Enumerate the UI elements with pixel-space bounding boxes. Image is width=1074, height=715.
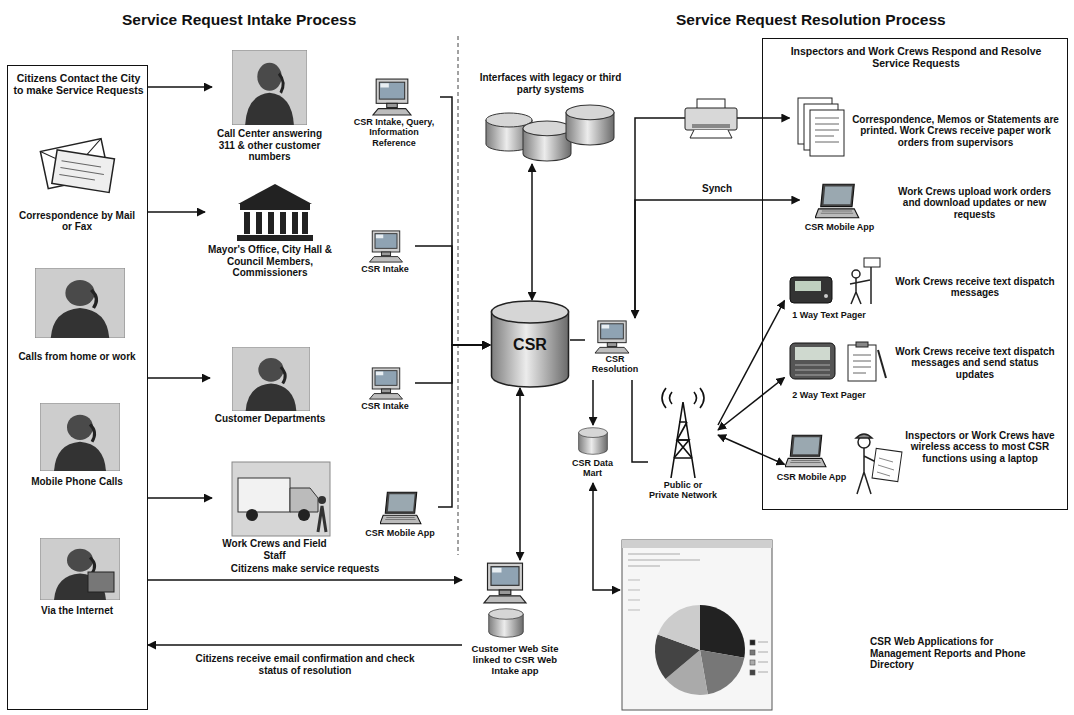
node-text: 2 Way Text Pager [782, 390, 877, 400]
icon-node: CSR Data Mart [565, 425, 620, 483]
connector [148, 377, 210, 379]
connector [635, 118, 790, 318]
icon-node: Call Center answering 311 & other custom… [212, 48, 327, 173]
connector [635, 200, 800, 318]
node-text: CSR [490, 336, 570, 354]
node-text: Citizens Contact the City to make Servic… [12, 72, 145, 96]
node-text: CSR Mobile App [777, 472, 847, 482]
node-text: Via the Internet [15, 605, 140, 617]
node-text: Inspectors and Work Crews Respond and Re… [781, 45, 1051, 69]
node-text: Interfaces with legacy or third party sy… [478, 72, 623, 95]
section-heading: Service Request Intake Process [122, 11, 356, 29]
node-text: Customer Web Site linked to CSR Web Inta… [462, 644, 568, 677]
connector [148, 211, 205, 213]
connector [570, 339, 585, 341]
icon-node: CSR Intake, Query, Information Reference [348, 75, 440, 160]
icon-node: Customer Departments [210, 345, 330, 440]
node-text: Public or Private Network [648, 480, 718, 501]
icon-node: CSR Intake [355, 228, 415, 280]
icon-node: Public or Private Network [648, 395, 718, 513]
icon-node: CSR Mobile AppInspectors or Work Crews h… [785, 428, 1060, 502]
connector [438, 345, 490, 507]
icon-node: Via the Internet [15, 535, 140, 635]
node-text: Correspondence by Mail or Fax [15, 210, 140, 233]
node-text: Call Center answering 311 & other custom… [212, 128, 327, 163]
connector [148, 497, 212, 499]
node-text: CSR Mobile App [362, 528, 438, 538]
node-text: CSR Intake [355, 264, 415, 274]
connector [718, 301, 785, 426]
node-text: Work Crews upload work orders and downlo… [890, 186, 1060, 221]
connector [440, 97, 490, 345]
connector [148, 579, 462, 581]
node-text: CSR Mobile App [800, 222, 880, 232]
icon-node: CSR Mobile App Work Crews upload work ord… [800, 180, 1062, 248]
icon-node: CSR Resolution [585, 318, 645, 380]
icon-node: Customer Web Site linked to CSR Web Inta… [462, 560, 568, 705]
node-text: CSR Intake, Query, Information Reference [348, 117, 440, 148]
connector [415, 246, 490, 345]
database-cylinder: CSR [490, 300, 570, 388]
edge-label: Citizens receive email confirmation and … [187, 653, 423, 676]
connector [632, 380, 648, 462]
icon-node: CSR Mobile App [362, 488, 438, 552]
node-text: Inspectors or Work Crews have wireless a… [903, 430, 1058, 465]
icon-node: Calls from home or work [15, 265, 140, 375]
connector [148, 86, 212, 88]
node-text: Correspondence, Memos or Statements are … [852, 114, 1060, 149]
icon-node: 1 Way Text Pager Work Crews receive text … [785, 270, 1060, 332]
connector [519, 388, 521, 560]
connector [148, 644, 462, 646]
node-text: 1 Way Text Pager [782, 310, 877, 320]
connector [593, 483, 620, 590]
icon-node: 2 Way Text Pager Work Crews receive text … [785, 340, 1060, 416]
node-text: Work Crews and Field Staff [212, 538, 337, 561]
icon-node: Mobile Phone Calls [15, 400, 140, 500]
icon-node: Correspondence by Mail or Fax [15, 130, 140, 240]
icon-node: Correspondence, Memos or Statements are … [790, 92, 1062, 172]
group-box: Citizens Contact the City to make Servic… [7, 65, 148, 710]
group-box: Inspectors and Work Crews Respond and Re… [762, 38, 1068, 510]
node-text: Mayor's Office, City Hall & Council Memb… [205, 244, 335, 279]
section-heading: Service Request Resolution Process [676, 11, 946, 29]
node-text: Calls from home or work [15, 351, 140, 363]
node-text: CSR Data Mart [565, 458, 620, 479]
connector [718, 435, 785, 465]
icon-node: Interfaces with legacy or third party sy… [478, 72, 623, 164]
connector [531, 164, 533, 300]
connector [718, 378, 785, 431]
icon-node: Mayor's Office, City Hall & Council Memb… [205, 180, 335, 305]
node-text: Work Crews receive text dispatch message… [893, 346, 1058, 381]
node-text: Customer Departments [210, 413, 330, 425]
node-text: CSR Web Applications for Management Repo… [870, 636, 1055, 671]
edge-label: Citizens make service requests [228, 563, 382, 575]
icon-node: CSR Web Applications for Management Repo… [620, 538, 1060, 710]
node-text: Mobile Phone Calls [15, 476, 140, 488]
node-text: CSR Resolution [585, 354, 645, 375]
connector [592, 380, 594, 425]
icon-node: Work Crews and Field Staff [212, 460, 337, 564]
node-text: Work Crews receive text dispatch message… [893, 276, 1058, 299]
icon-node: CSR Intake [355, 365, 415, 417]
edge-label: Synch [699, 183, 735, 195]
node-text: CSR Intake [355, 401, 415, 411]
